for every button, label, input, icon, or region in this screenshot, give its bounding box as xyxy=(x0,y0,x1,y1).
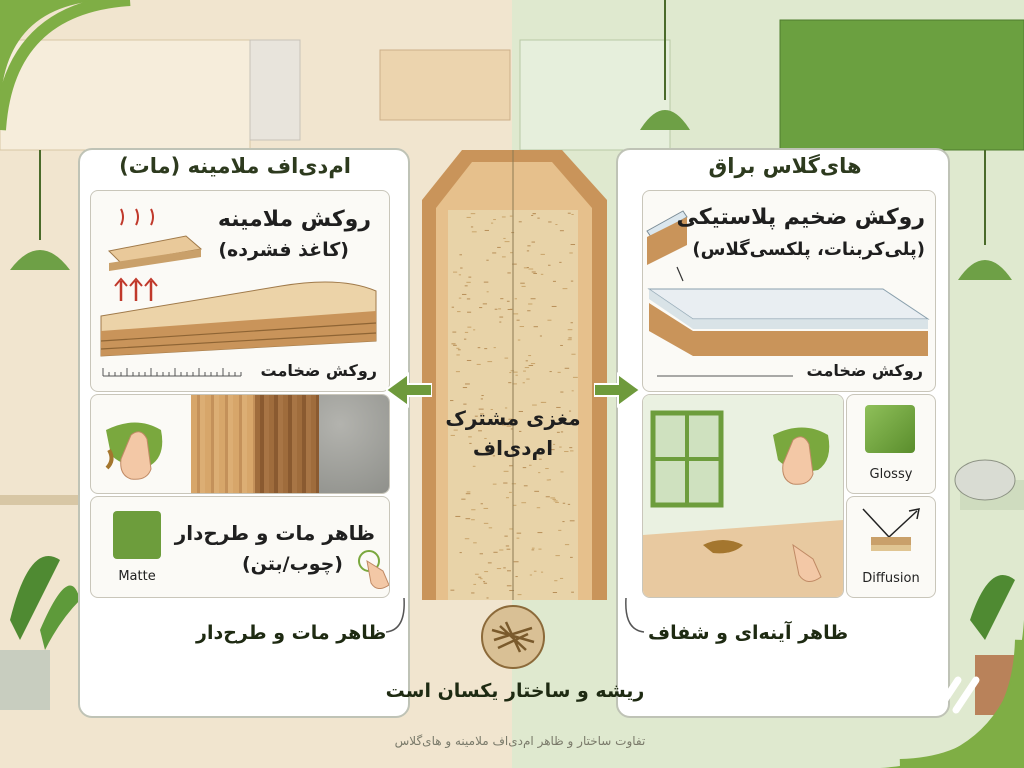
wood-dark-texture xyxy=(255,395,319,493)
fiber-structure-icon xyxy=(481,605,545,669)
core-title: مغزی مشترک xyxy=(445,406,581,430)
highgloss-panel-title: های‌گلاس براق xyxy=(708,154,862,178)
core-subtitle: ام‌دی‌اف xyxy=(472,436,554,460)
highgloss-thickness-label: روکش ضخامت xyxy=(806,361,924,380)
matte-swatch xyxy=(113,511,161,559)
melamine-textures-card xyxy=(90,394,390,494)
diffusion-icon xyxy=(862,508,920,551)
melamine-layers-illustration xyxy=(100,208,377,377)
brand-logo xyxy=(898,676,980,714)
melamine-caption-connector xyxy=(385,597,405,633)
matte-swatch-label: Matte xyxy=(118,569,156,584)
highgloss-caption-connector xyxy=(625,597,645,633)
glossy-swatch-card: Glossy xyxy=(846,394,936,494)
highgloss-room-card xyxy=(642,394,844,598)
melamine-caption: ظاهر مات و طرح‌دار xyxy=(196,622,387,644)
highgloss-coating-subtitle: (پلی‌کربنات، پلکسی‌گلاس) xyxy=(692,239,925,260)
pointing-hand-icon xyxy=(358,550,389,589)
melamine-surface-card: Matte ظاهر مات و طرح‌دار (چوب/بتن) xyxy=(90,496,390,598)
melamine-coating-title: روکش ملامینه xyxy=(217,207,371,232)
highgloss-caption: ظاهر آینه‌ای و شفاف xyxy=(648,622,849,644)
melamine-panel-title: ام‌دی‌اف ملامینه (مات) xyxy=(119,154,351,178)
highgloss-layers-illustration xyxy=(646,210,930,377)
melamine-coating-subtitle: (کاغذ فشرده) xyxy=(218,239,349,261)
glossy-room-illustration xyxy=(643,395,843,597)
melamine-surface-title: ظاهر مات و طرح‌دار xyxy=(174,521,375,545)
melamine-surface-subtitle: (چوب/بتن) xyxy=(242,553,343,575)
diffusion-label: Diffusion xyxy=(862,571,920,586)
highgloss-coating-card: روکش ضخیم پلاستیکی (پلی‌کربنات، پلکسی‌گل… xyxy=(642,190,936,392)
wiping-hand-icon xyxy=(105,422,163,480)
highgloss-coating-title: روکش ضخیم پلاستیکی xyxy=(676,205,925,230)
footer-text: تفاوت ساختار و ظاهر ام‌دی‌اف ملامینه و ه… xyxy=(394,734,646,748)
bottom-caption: ریشه و ساختار یکسان است xyxy=(385,680,645,702)
melamine-coating-card: روکش ملامینه (کاغذ فشرده) روکش ضخامت xyxy=(90,190,390,392)
melamine-thickness-label: روکش ضخامت xyxy=(260,361,378,380)
right-arrow-icon xyxy=(594,372,640,408)
diffusion-card: Diffusion xyxy=(846,496,936,598)
glossy-swatch xyxy=(865,405,915,453)
left-arrow-icon xyxy=(386,372,432,408)
wood-light-texture xyxy=(191,395,255,493)
mdf-board-illustration xyxy=(422,150,607,600)
concrete-texture xyxy=(319,395,389,493)
glossy-swatch-label: Glossy xyxy=(869,467,913,482)
